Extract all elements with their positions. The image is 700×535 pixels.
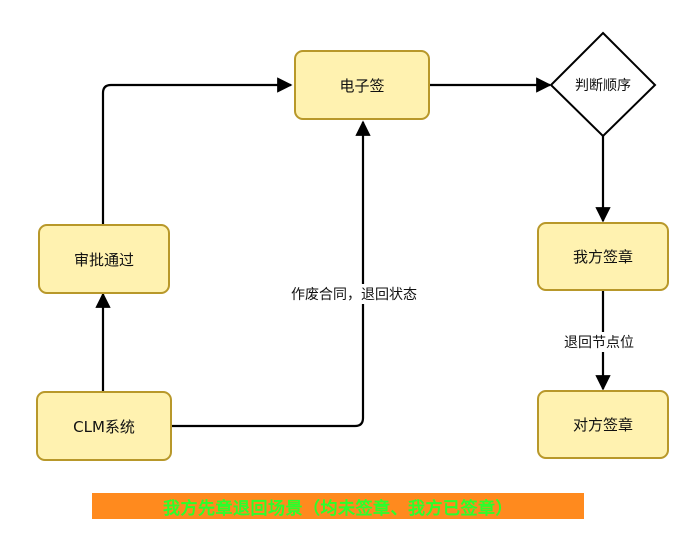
scenario-caption: 我方先章退回场景（均未签章、我方已签章） xyxy=(92,493,584,519)
node-clm-system: CLM系统 xyxy=(36,391,172,461)
node-our-sign: 我方签章 xyxy=(537,222,669,291)
node-esign: 电子签 xyxy=(294,50,430,120)
node-their-sign: 对方签章 xyxy=(537,390,669,459)
decision-diamond xyxy=(549,31,657,138)
edge-clm-to-esign-void xyxy=(172,120,371,428)
edge-approval-to-esign xyxy=(101,77,293,224)
edge-label-return-node: 退回节点位 xyxy=(562,332,636,352)
decision-label: 判断顺序 xyxy=(575,78,631,94)
node-approval: 审批通过 xyxy=(38,224,170,294)
edge-label-void-contract: 作废合同，退回状态 xyxy=(289,284,419,304)
